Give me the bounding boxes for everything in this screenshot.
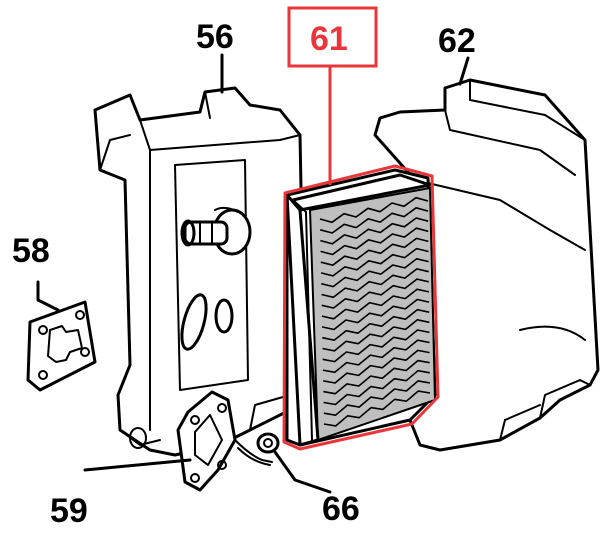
pleat-line (320, 237, 429, 266)
callout-61-box (287, 6, 378, 68)
pleat-line (321, 288, 430, 320)
pleat-line (323, 359, 430, 395)
callout-62: 62 (438, 22, 476, 60)
callout-58: 58 (12, 232, 50, 270)
pleat-line (320, 217, 429, 245)
pleat-line (321, 268, 429, 299)
pleat-line (323, 369, 430, 406)
callout-66: 66 (322, 490, 360, 528)
callout-56: 56 (196, 18, 234, 56)
pleat-line (323, 390, 431, 427)
pleat-line (321, 258, 429, 288)
pleat-line (322, 308, 430, 341)
filter-highlight-outline (282, 164, 440, 451)
housing-port-small (214, 298, 234, 334)
part-58-gasket[interactable] (26, 300, 97, 392)
pleat-line (321, 278, 429, 309)
pleat-line (321, 298, 430, 331)
callout-61: 61 (310, 20, 348, 58)
leader-lines (36, 53, 470, 494)
breather-fitting (180, 206, 252, 256)
pleat-line (322, 339, 430, 374)
pleat-line (320, 247, 429, 277)
housing-port-oval (180, 293, 208, 351)
pleat-line (322, 319, 430, 352)
pleat-line (322, 329, 430, 363)
callout-59: 59 (50, 492, 88, 530)
part-66-fitting[interactable] (234, 432, 280, 466)
pleat-line (323, 380, 431, 416)
filter-pleats (319, 196, 431, 427)
callout-labels: 56 58 59 61 62 66 (12, 6, 476, 530)
pleat-line (320, 227, 429, 256)
pleat-line (319, 196, 429, 224)
pleat-line (323, 349, 430, 384)
pleat-line (319, 207, 429, 234)
part-61-filter-element[interactable] (282, 164, 440, 451)
part-56-filter-housing[interactable] (93, 86, 307, 457)
